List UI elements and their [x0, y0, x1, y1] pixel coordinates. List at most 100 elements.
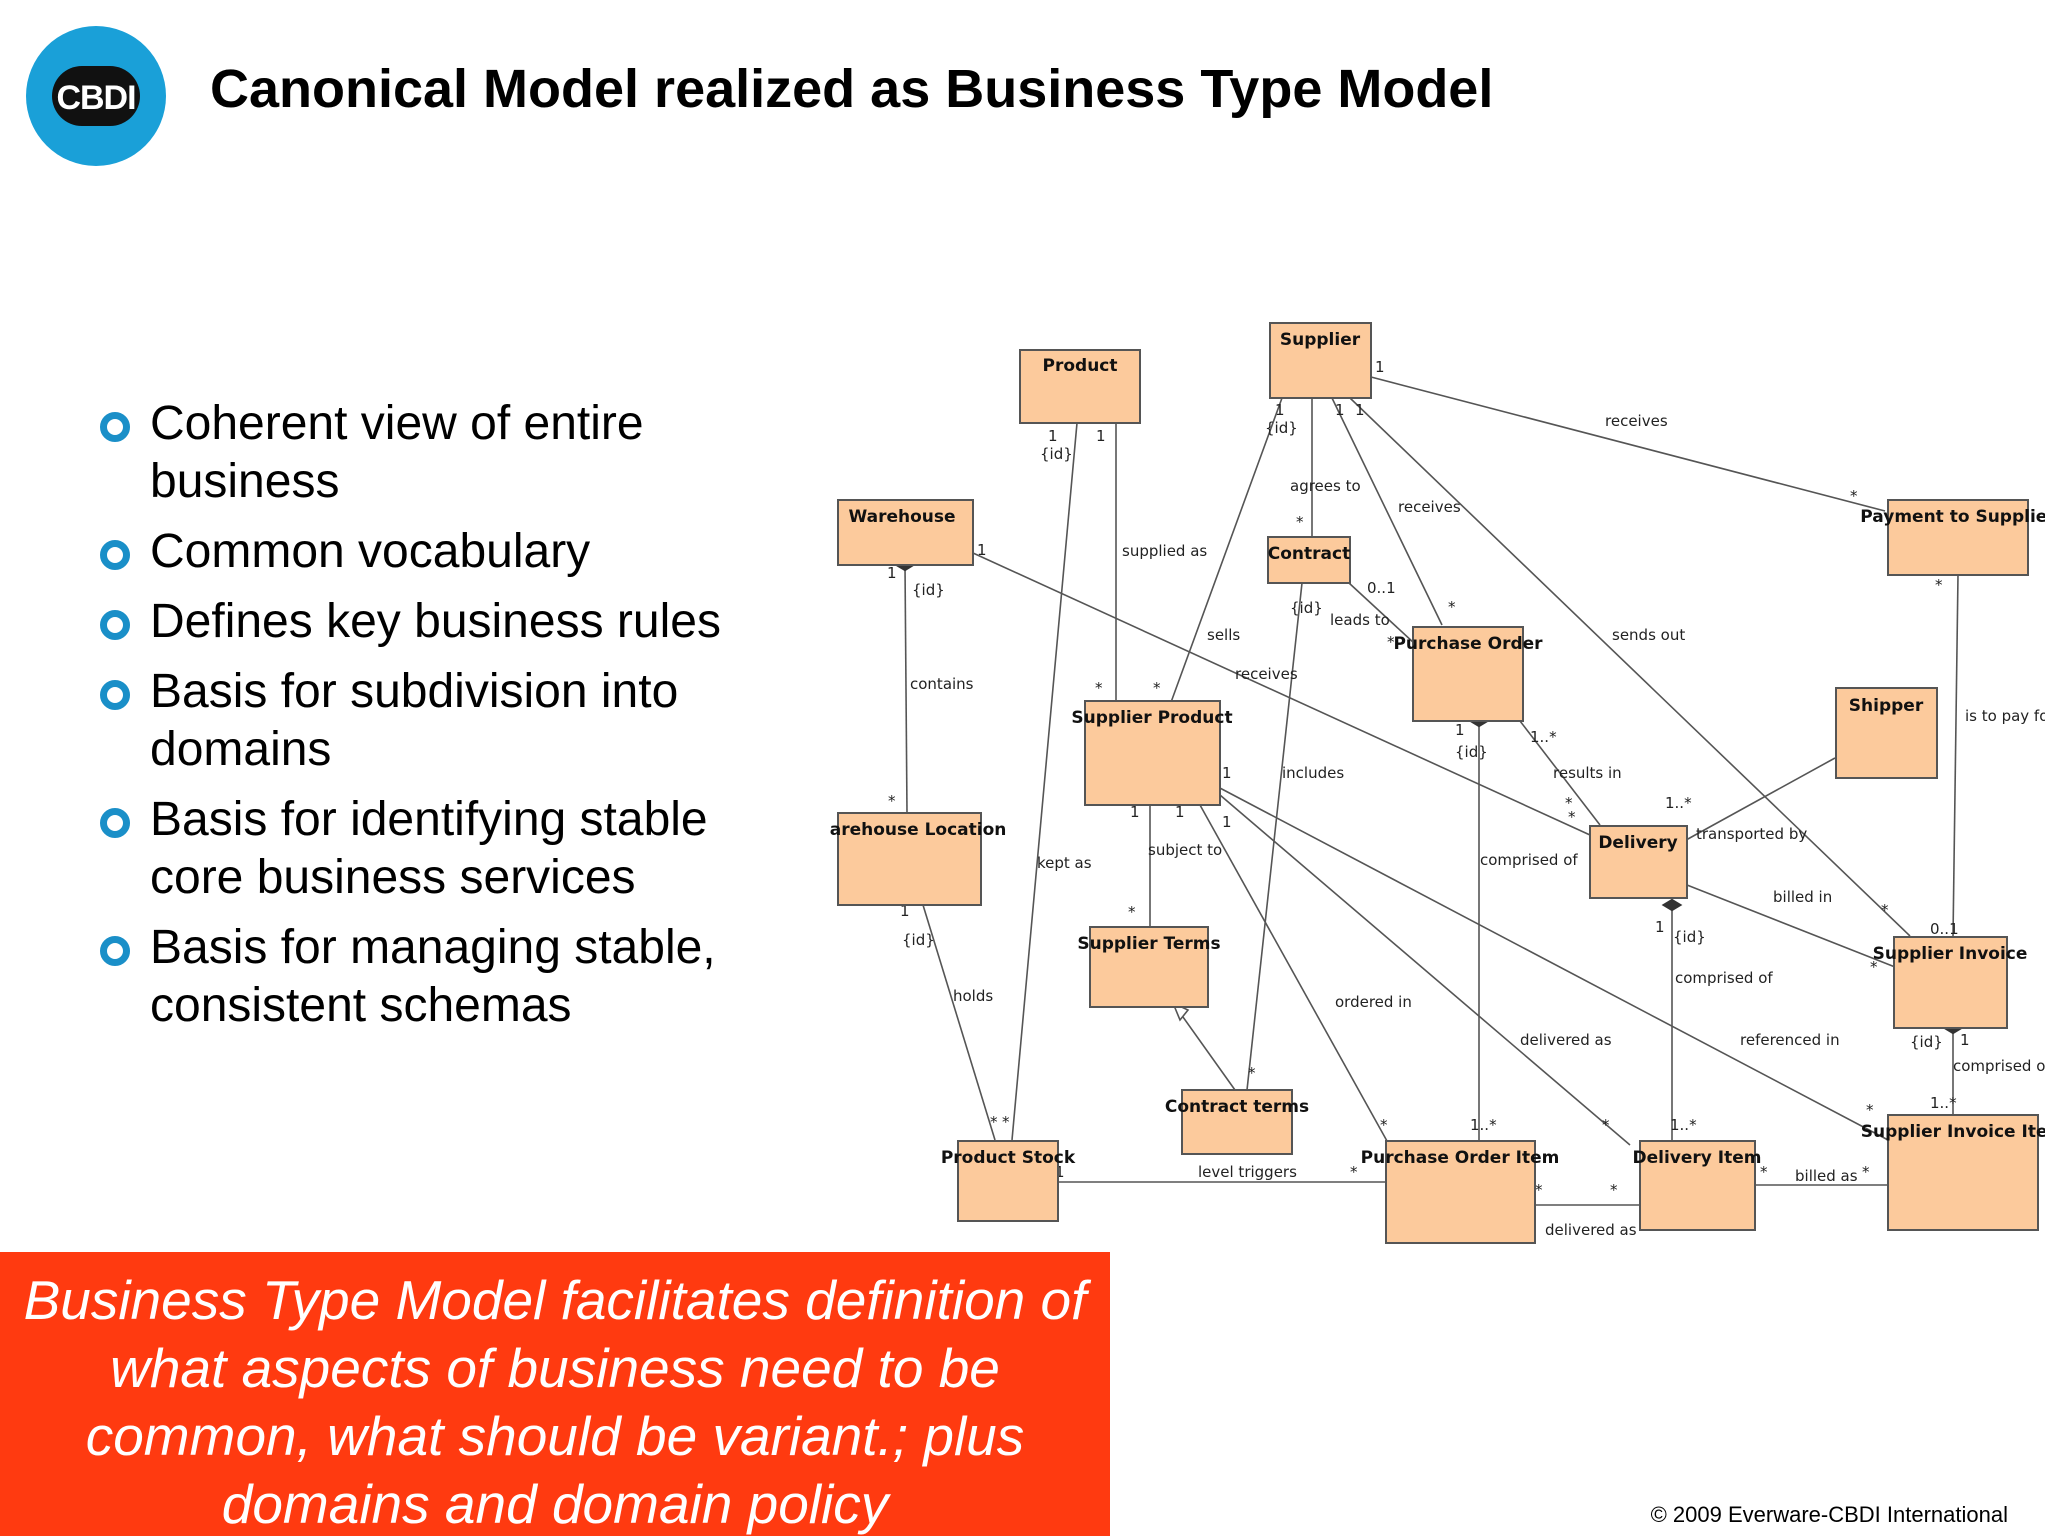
class-name: Delivery Item	[1633, 1148, 1762, 1168]
label-sends-out: sends out	[1612, 626, 1685, 644]
svg-text:{id}: {id}	[1290, 599, 1323, 617]
bullet-icon	[100, 680, 130, 710]
bullet-icon	[100, 808, 130, 838]
association-labels: receives agrees to receives supplied as …	[910, 412, 2045, 1239]
class-name: Supplier	[1280, 330, 1361, 350]
label-billed-in: billed in	[1773, 888, 1832, 906]
class-name: Product	[1043, 356, 1118, 376]
label-includes: includes	[1282, 764, 1344, 782]
logo-text: CBDI	[56, 79, 136, 117]
bullet-icon	[100, 412, 130, 442]
edge-purchase-order-delivery	[1519, 720, 1601, 826]
label-kept-as: kept as	[1037, 854, 1092, 872]
callout-box: Business Type Model facilitates definiti…	[0, 1252, 1110, 1536]
edge-supplier-product-po-item	[1199, 804, 1388, 1142]
svg-text:*: *	[1095, 679, 1103, 697]
svg-text:1..*: 1..*	[1530, 728, 1557, 746]
class-payment-to-supplier: Payment to Supplier	[1860, 499, 2045, 576]
class-name: Purchase Order	[1393, 634, 1543, 654]
association-lines	[894, 376, 1964, 1206]
svg-text:1: 1	[1175, 803, 1185, 821]
svg-text:{id}: {id}	[1455, 743, 1488, 761]
cbdi-logo: CBDI	[26, 26, 166, 166]
label-comprised-of-po: comprised of	[1480, 851, 1578, 869]
svg-text:1..*: 1..*	[1470, 1116, 1497, 1134]
svg-text:1: 1	[1055, 1163, 1065, 1181]
svg-text:*: *	[1850, 487, 1858, 505]
label-supplied-as: supplied as	[1122, 542, 1207, 560]
class-product: Product	[1019, 349, 1141, 424]
edge-warehouse-delivery	[972, 552, 1591, 836]
label-sells: sells	[1207, 626, 1240, 644]
class-name: Product Stock	[941, 1148, 1076, 1168]
bullet-text: Defines key business rules	[150, 595, 721, 648]
edge-contract-contract-terms	[1246, 582, 1303, 1091]
bullet-icon	[100, 540, 130, 570]
svg-text:*: *	[888, 792, 896, 810]
svg-text:*: *	[1535, 1181, 1543, 1199]
svg-text:1: 1	[1222, 813, 1232, 831]
class-name: Supplier Product	[1071, 708, 1232, 728]
svg-text:*: *	[1387, 633, 1395, 651]
svg-text:*: *	[1935, 576, 1943, 594]
bullet-text: Coherent view of entire business	[150, 397, 644, 508]
edge-delivery-supplier-invoice	[1686, 884, 1896, 968]
svg-text:*: *	[1565, 794, 1573, 812]
class-name: Payment to Supplier	[1860, 507, 2045, 527]
bullet-text: Basis for managing stable, consistent sc…	[150, 921, 716, 1032]
label-results-in: results in	[1553, 764, 1622, 782]
edge-warehouse-location-product-stock	[922, 904, 996, 1141]
svg-text:*: *	[1602, 1116, 1610, 1134]
label-billed-as: billed as	[1795, 1167, 1858, 1185]
class-warehouse: Warehouse	[837, 499, 974, 566]
label-level-triggers: level triggers	[1198, 1163, 1297, 1181]
label-contains: contains	[910, 675, 974, 693]
bullet-icon	[100, 610, 130, 640]
label-referenced-in: referenced in	[1740, 1031, 1840, 1049]
label-agrees-to: agrees to	[1290, 477, 1361, 495]
edge-contract-terms-supplier-terms	[1177, 1009, 1236, 1091]
svg-text:1: 1	[900, 902, 910, 920]
edge-warehouse-warehouse-location	[894, 558, 916, 814]
edge-supplier-supplier-product	[1169, 397, 1283, 706]
label-holds: holds	[953, 987, 993, 1005]
class-name: Supplier Invoice Item	[1861, 1122, 2045, 1142]
label-ordered-in: ordered in	[1335, 993, 1412, 1011]
class-name: Delivery	[1598, 833, 1677, 853]
svg-text:*: *	[1350, 1163, 1358, 1181]
label-receives-delivery: receives	[1235, 665, 1298, 683]
svg-text:*: *	[1866, 1101, 1874, 1119]
edge-contract-purchase-order	[1348, 582, 1415, 644]
svg-text:1: 1	[1655, 918, 1665, 936]
class-contract-terms: Contract terms	[1165, 1089, 1309, 1155]
svg-text:{id}: {id}	[1673, 928, 1706, 946]
class-name: Contract	[1268, 544, 1350, 564]
svg-text:1: 1	[1130, 803, 1140, 821]
bullet-icon	[100, 936, 130, 966]
svg-text:{id}: {id}	[1265, 419, 1298, 437]
svg-text:1: 1	[1096, 427, 1106, 445]
svg-text:*: *	[1296, 513, 1304, 531]
bullet-item: Basis for subdivision into domains	[100, 663, 780, 779]
svg-text:1..*: 1..*	[1670, 1116, 1697, 1134]
svg-text:1: 1	[1960, 1031, 1970, 1049]
class-name: Warehouse Location	[830, 820, 1006, 840]
class-name: Purchase Order Item	[1361, 1148, 1560, 1168]
svg-text:1: 1	[1222, 764, 1232, 782]
edge-supplier-payment	[1370, 376, 1886, 512]
svg-text:{id}: {id}	[902, 931, 935, 949]
label-is-to-pay-for: is to pay for	[1965, 707, 2045, 725]
svg-text:1: 1	[1275, 401, 1285, 419]
class-supplier-terms: Supplier Terms	[1077, 926, 1221, 1008]
class-supplier-invoice: Supplier Invoice	[1873, 936, 2027, 1029]
class-product-stock: Product Stock	[941, 1140, 1076, 1222]
bullet-text: Common vocabulary	[150, 525, 591, 578]
svg-text:*: *	[1002, 1113, 1010, 1131]
svg-text:*: *	[1760, 1163, 1768, 1181]
class-supplier-product: Supplier Product	[1071, 700, 1233, 806]
svg-text:1: 1	[887, 564, 897, 582]
svg-text:*: *	[1870, 958, 1878, 976]
bullet-text: Basis for subdivision into domains	[150, 665, 679, 776]
class-warehouse-location: Warehouse Location	[830, 812, 1006, 906]
svg-text:*: *	[1153, 679, 1161, 697]
